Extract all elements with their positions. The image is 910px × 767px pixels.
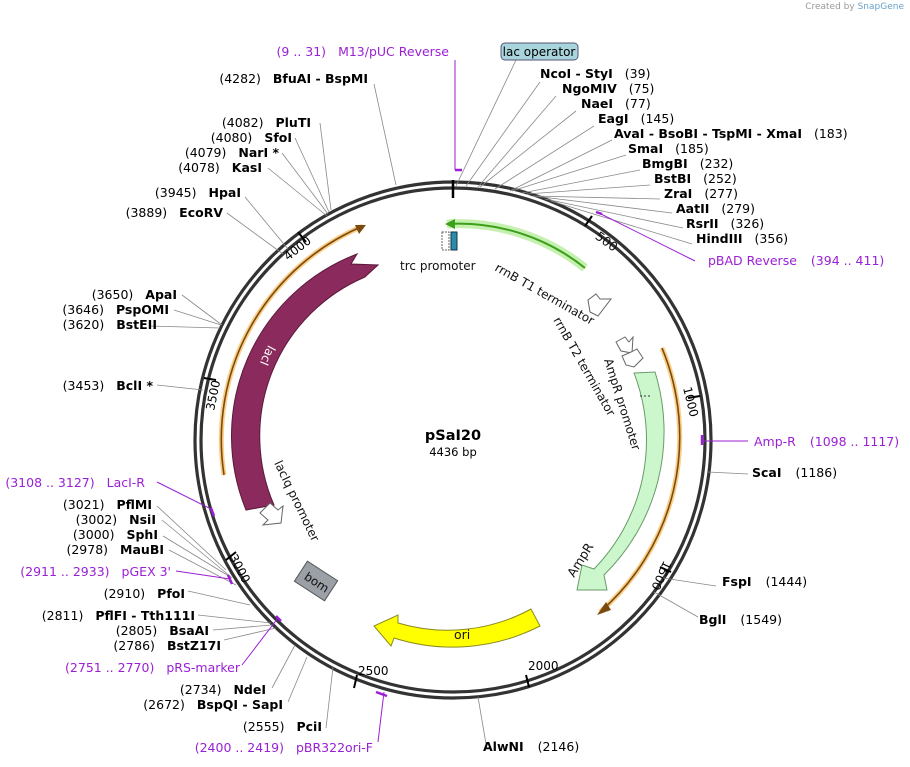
tick-label: 1500 xyxy=(648,559,674,593)
site-BmgBI: BmgBI(232) xyxy=(642,156,733,171)
primer-M13-pUC-Reverse: (9 .. 31)M13/pUC Reverse xyxy=(277,44,450,59)
site-NgoMIV: NgoMIV(75) xyxy=(562,81,654,96)
rrnB-T1-arrow xyxy=(587,293,613,317)
site-SmaI: SmaI(185) xyxy=(628,141,709,156)
lacIq-promoter-arrow xyxy=(259,502,284,526)
tick-2500: 2500 xyxy=(353,664,389,689)
site-NarI: (4079)NarI * xyxy=(185,145,280,160)
tick-label: 2500 xyxy=(358,664,389,678)
tick-label: 2000 xyxy=(528,659,559,673)
site-NcoI-StyI: NcoI - StyI(39) xyxy=(540,66,650,81)
ori-arrow xyxy=(373,608,541,648)
plasmid-name: pSaI20 xyxy=(425,428,481,444)
site-KasI: (4078)KasI xyxy=(178,160,262,175)
site-AatII: AatII(279) xyxy=(676,201,755,216)
primer-Amp-R: Amp-R(1098 .. 1117) xyxy=(754,434,899,449)
snapgene-brand: SnapGene xyxy=(857,2,904,12)
tick-label: 1000 xyxy=(680,385,701,418)
site-EcoRV: (3889)EcoRV xyxy=(126,205,224,220)
plasmid-size: 4436 bp xyxy=(429,445,477,459)
site-NsiI: (3002)NsiI xyxy=(76,512,156,527)
tick-3500: 3500 xyxy=(203,377,223,412)
lacI-arrow xyxy=(231,253,380,511)
site-BstZ17I: (2786)BstZ17I xyxy=(113,638,221,653)
primer-pRS-marker: (2751 .. 2770)pRS-marker xyxy=(65,660,241,675)
site-BfuAI-BspMI: (4282)BfuAI - BspMI xyxy=(219,71,368,86)
site-EagI: EagI(145) xyxy=(598,111,674,126)
site-RsrII: RsrII(326) xyxy=(686,216,764,231)
site-BglI: BglI(1549) xyxy=(699,612,782,627)
site-NaeI: NaeI(77) xyxy=(581,96,651,111)
site-PfoI: (2910)PfoI xyxy=(104,586,185,601)
site-PluTI: (4082)PluTI xyxy=(222,115,311,130)
ampR-promoter-arrow xyxy=(621,348,644,368)
primer-LacI-R: (3108 .. 3127)LacI-R xyxy=(5,475,145,490)
site-PciI: (2555)PciI xyxy=(243,719,322,734)
credit-prefix: Created by xyxy=(805,2,855,12)
site-BspQI-SapI: (2672)BspQI - SapI xyxy=(143,697,283,712)
bom-feature: bom xyxy=(293,560,339,602)
trc-promoter-glyph xyxy=(441,231,458,251)
primer-pBAD-Reverse: pBAD Reverse(394 .. 411) xyxy=(708,253,884,268)
site-AlwNI: AlwNI(2146) xyxy=(483,739,579,754)
lac-operator-label: lac operator xyxy=(455,42,579,187)
trc-promoter-label: trc promoter xyxy=(400,259,476,273)
site-PflMI: (3021)PflMI xyxy=(63,497,152,512)
tick-1500: 1500 xyxy=(648,559,674,593)
site-ScaI: ScaI(1186) xyxy=(752,465,837,480)
tick-2000: 2000 xyxy=(525,659,559,688)
site-HpaI: (3945)HpaI xyxy=(155,185,241,200)
ori-label: ori xyxy=(454,627,470,642)
site-SfoI: (4080)SfoI xyxy=(211,130,292,145)
lac-operator-text: lac operator xyxy=(503,45,576,59)
site-BclI: (3453)BclI * xyxy=(63,378,154,393)
ampR-arrow xyxy=(576,371,665,591)
site-FspI: FspI(1444) xyxy=(722,574,807,589)
site-BstBI: BstBI(252) xyxy=(654,171,737,186)
lacIq-promoter-label: lacIq promoter xyxy=(271,458,322,543)
tick-1000: 1000 xyxy=(680,385,701,418)
site-PflFI-Tth111I: (2811)PflFI - Tth111I xyxy=(42,608,195,623)
rrnB-T2-arrow xyxy=(615,335,634,354)
site-MauBI: (2978)MauBI xyxy=(66,542,164,557)
site-PspOMI: (3646)PspOMI xyxy=(62,302,169,317)
site-ApaI: (3650)ApaI xyxy=(92,287,177,302)
site-ZraI: ZraI(277) xyxy=(664,186,738,201)
site-HindIII: HindIII(356) xyxy=(696,231,788,246)
snapgene-credit: Created by SnapGene xyxy=(805,2,904,12)
site-NdeI: (2734)NdeI xyxy=(180,682,266,697)
site-SphI: (3000)SphI xyxy=(73,527,158,542)
site-BsaAI: (2805)BsaAI xyxy=(116,623,209,638)
tick-label: 3500 xyxy=(203,379,223,412)
site-BstEII: (3620)BstEII xyxy=(63,317,157,332)
site-AvaI-group: AvaI - BsoBI - TspMI - XmaI(183) xyxy=(614,126,848,141)
primer-leaders xyxy=(156,60,748,743)
primer-pBR322ori-F: (2400 .. 2419)pBR322ori-F xyxy=(195,740,373,755)
primer-pGEX-3: (2911 .. 2933)pGEX 3' xyxy=(20,564,171,579)
site-leaders xyxy=(149,81,749,745)
